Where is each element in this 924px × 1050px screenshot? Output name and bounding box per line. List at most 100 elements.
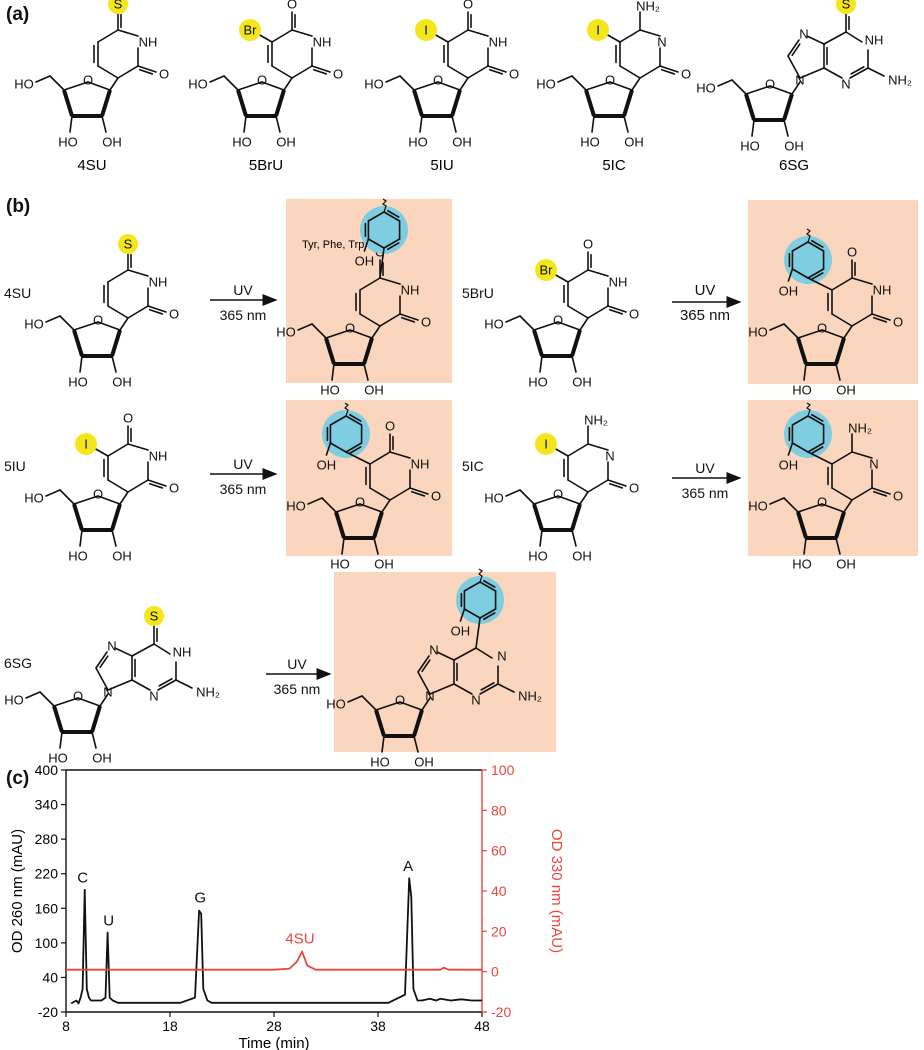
- atom-o-2: O: [629, 307, 639, 322]
- bond: [39, 691, 55, 707]
- atom-o-2: O: [893, 489, 903, 504]
- peak-label-u: U: [103, 913, 114, 930]
- panel-label-c: (c): [6, 768, 30, 789]
- halogen-highlight: [75, 433, 97, 455]
- bond: [639, 65, 661, 79]
- bond: [379, 277, 401, 285]
- atom-ho-5prime: HO: [286, 499, 306, 514]
- atom-o-4: O: [463, 0, 473, 12]
- aryl-bond: [383, 211, 401, 222]
- atom-ho-3prime: HO: [792, 557, 812, 572]
- wavy-bond: [344, 402, 349, 417]
- halogen-highlight: [415, 19, 437, 41]
- aryl-bond: [329, 415, 347, 426]
- bond: [101, 115, 107, 133]
- bond: [321, 497, 337, 513]
- bond: [335, 503, 361, 513]
- bond: [557, 75, 573, 83]
- halogen-highlight: [535, 259, 557, 281]
- bond: [359, 277, 381, 291]
- atom-s: S: [842, 0, 851, 12]
- c2-o-bond: [607, 479, 627, 487]
- molecule-name-4su: 4SU: [77, 157, 106, 174]
- arrow-label-6sg: UV 365 nm: [264, 656, 330, 698]
- atom-ho-5prime: HO: [364, 77, 384, 92]
- c8-n7-double: [791, 43, 801, 57]
- panel-label-b: (b): [6, 196, 31, 217]
- atom-o-ring: O: [395, 693, 405, 708]
- bond: [127, 479, 149, 493]
- wavy-bond: [806, 228, 811, 243]
- aryl-link: [807, 277, 833, 291]
- bond: [107, 479, 129, 493]
- atom-o-4: O: [287, 0, 297, 12]
- c2-o-bond-double: [138, 68, 154, 75]
- atom-ho-5prime: HO: [24, 317, 44, 332]
- y-tick-label-left: -20: [38, 1004, 58, 1020]
- y-tick-label-right: 0: [491, 964, 499, 980]
- sugar-bold-bond: [412, 89, 424, 117]
- bond: [571, 355, 577, 373]
- arrow-top-5bru: UV: [694, 282, 716, 299]
- bond: [417, 671, 431, 695]
- sugar-bold-bond: [52, 705, 64, 733]
- atom-o-ring: O: [605, 73, 615, 88]
- bond: [587, 443, 609, 451]
- bond: [851, 487, 873, 501]
- aryl-bond-double: [811, 239, 824, 248]
- atom-s: S: [124, 237, 133, 252]
- atom-o-ring: O: [355, 495, 365, 510]
- bond: [851, 277, 873, 285]
- glycosidic-bond: [119, 491, 129, 505]
- aryl-link: [345, 451, 371, 465]
- atom-o-2: O: [431, 489, 441, 504]
- sugar-bold-bond: [274, 89, 286, 117]
- c2-o-bond: [871, 313, 891, 321]
- sugar-bold-bond: [374, 709, 386, 737]
- bond: [91, 731, 97, 749]
- bond: [567, 269, 589, 283]
- wavy-bond: [382, 198, 387, 213]
- bond: [821, 503, 845, 513]
- c2-o-bond-double: [148, 308, 164, 315]
- glycosidic-bond: [109, 77, 119, 91]
- atom-ho-5prime: HO: [696, 81, 716, 96]
- bond: [459, 608, 466, 622]
- bond: [45, 489, 61, 497]
- atom-ho-5prime: HO: [748, 325, 768, 340]
- bond: [413, 81, 439, 91]
- atom-o-4: O: [583, 237, 593, 252]
- sugar-bold-bond: [834, 337, 846, 365]
- molecule-name-6sg: 6SG: [779, 157, 809, 174]
- halogen-highlight: [587, 19, 609, 41]
- sulfur-highlight: [144, 606, 164, 626]
- bond: [291, 29, 313, 37]
- halogen-highlight: [239, 19, 261, 41]
- bond: [623, 115, 629, 133]
- atom-halogen: I: [596, 23, 600, 38]
- bond: [69, 115, 73, 133]
- aryl-bond: [383, 238, 401, 249]
- atom-ho-5prime: HO: [4, 693, 24, 708]
- bond: [117, 65, 139, 79]
- atom-o-4: O: [123, 411, 133, 426]
- bond: [533, 321, 559, 331]
- y-axis-label-left: OD 260 nm (mAU): [9, 829, 26, 953]
- bond: [519, 489, 535, 505]
- atom-o-ring: O: [765, 77, 775, 92]
- aryl-bond: [807, 442, 825, 453]
- bond: [639, 29, 661, 37]
- y-tick-label-right: 40: [491, 883, 507, 899]
- bond: [379, 313, 401, 327]
- atom-oh-aryl: OH: [317, 458, 337, 473]
- bond: [831, 313, 853, 327]
- aryl-bond: [791, 241, 809, 252]
- bond: [363, 363, 369, 381]
- atom-nh3: NH: [313, 35, 332, 50]
- bond: [553, 273, 569, 283]
